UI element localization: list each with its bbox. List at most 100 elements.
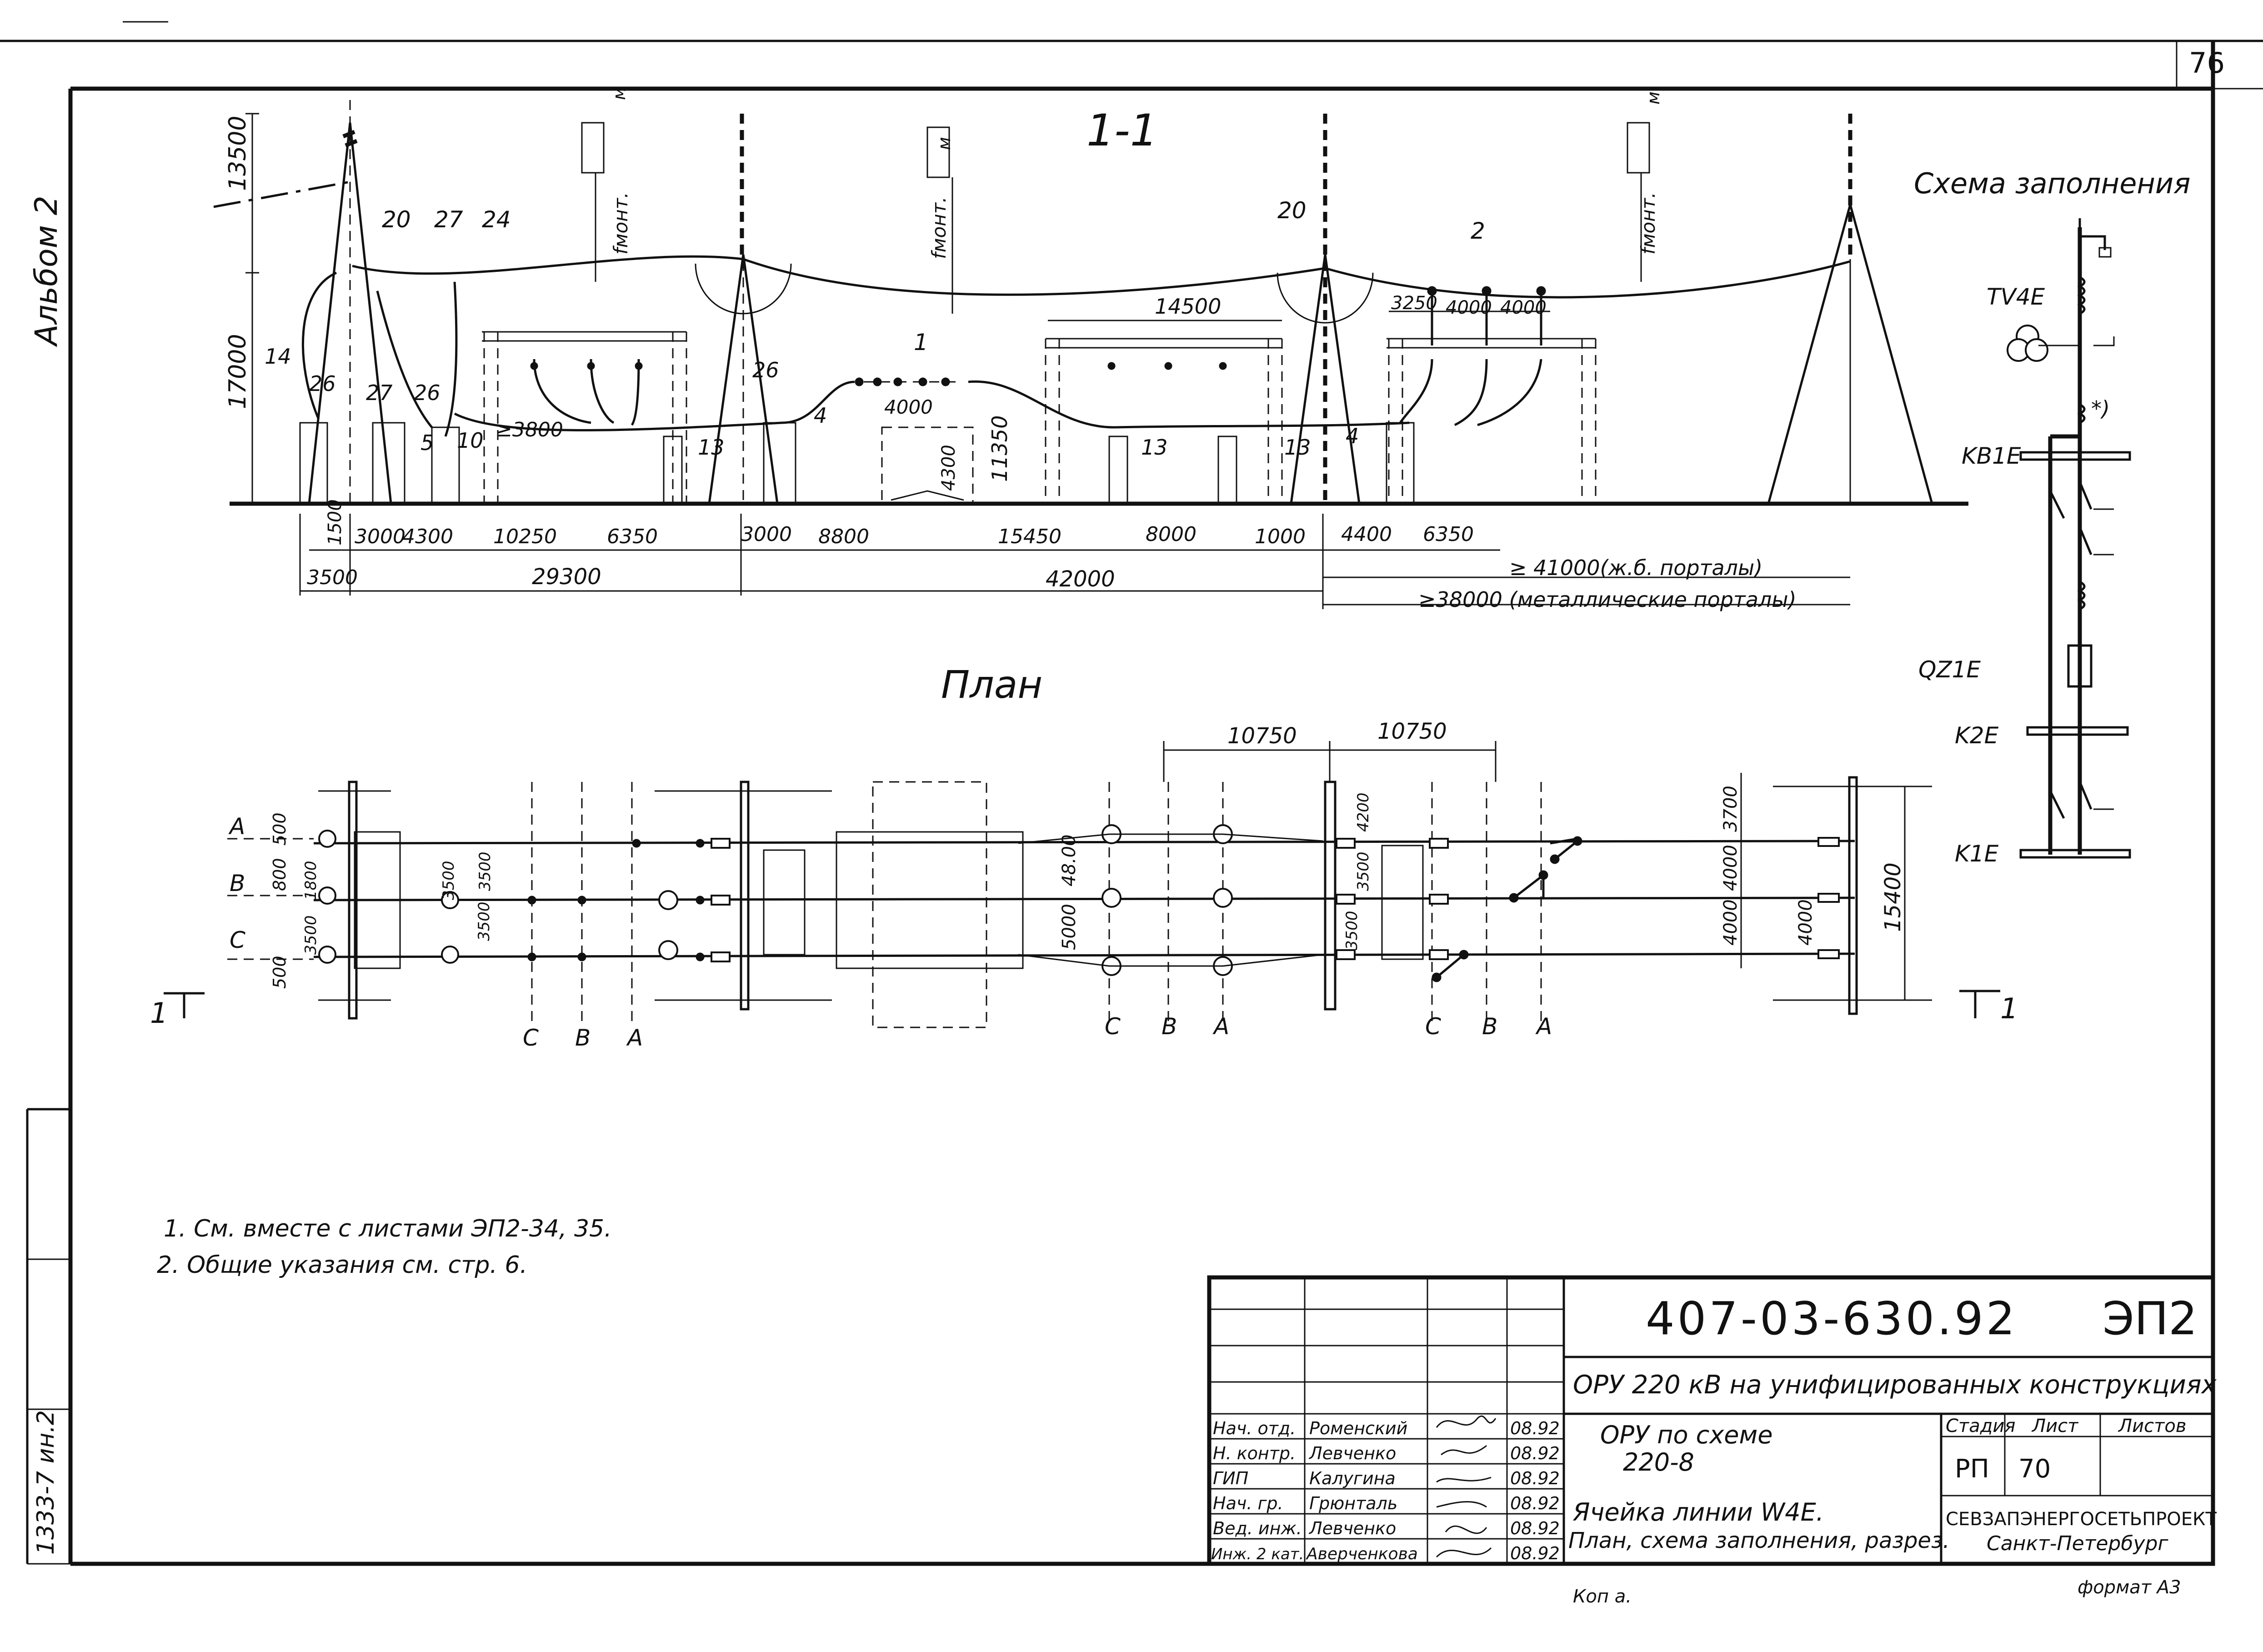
svg-text:Инж. 2 кат.: Инж. 2 кат. — [1211, 1545, 1304, 1563]
svg-text:3500: 3500 — [1343, 911, 1361, 950]
svg-text:08.92: 08.92 — [1510, 1468, 1560, 1488]
svg-text:ГИП: ГИП — [1213, 1468, 1248, 1488]
section-view: fмонт. м fмонт. м fмонт. м 13500 17000 1… — [213, 87, 1968, 612]
svg-text:Левченко: Левченко — [1308, 1518, 1396, 1538]
copy-label: Коп а. — [1573, 1586, 1632, 1607]
svg-text:1: 1 — [914, 329, 928, 355]
svg-text:A: A — [1212, 1013, 1229, 1040]
svg-text:B: B — [575, 1025, 591, 1051]
phase-line-a — [313, 840, 1855, 845]
svg-text:4000: 4000 — [1720, 899, 1741, 946]
svg-text:5: 5 — [421, 431, 434, 455]
svg-text:3500: 3500 — [440, 861, 458, 900]
phase-markers: C B A C B A C B A — [523, 1013, 1552, 1051]
svg-text:KB1E: KB1E — [1962, 443, 2021, 469]
portal-middle-2 — [1290, 114, 1361, 504]
overhead-conductor — [352, 255, 1851, 299]
doc-code: 407-03-630.92 — [1646, 1292, 2018, 1345]
plan-view: 10750 10750 500 800 1800 3500 3500 500 3… — [150, 719, 2018, 1051]
page-number: 76 — [2189, 46, 2225, 80]
stage-header: Стадия — [1946, 1416, 2015, 1437]
svg-text:15450: 15450 — [998, 525, 1061, 548]
svg-text:27: 27 — [366, 380, 393, 405]
svg-text:≥38000 (металлические порталы): ≥38000 (металлические порталы) — [1418, 587, 1797, 612]
svg-text:08.92: 08.92 — [1510, 1543, 1560, 1563]
plan-title: План — [941, 662, 1042, 707]
note-2: 2. Общие указания см. стр. 6. — [157, 1252, 527, 1279]
section-cut-left: 1 — [150, 992, 205, 1030]
svg-text:1000: 1000 — [1255, 525, 1306, 548]
svg-text:Аверченкова: Аверченкова — [1306, 1545, 1418, 1563]
svg-text:A: A — [626, 1025, 643, 1051]
svg-text:13: 13 — [1141, 435, 1168, 460]
svg-text:B: B — [1162, 1013, 1177, 1040]
svg-text:Калугина: Калугина — [1309, 1468, 1396, 1488]
side-stamp: 1333-7 ин.2 — [32, 1410, 60, 1555]
svg-text:A: A — [1535, 1013, 1552, 1040]
drawing-name-2: План, схема заполнения, разрез. — [1568, 1528, 1950, 1553]
svg-text:4300: 4300 — [402, 525, 453, 548]
svg-text:1: 1 — [2000, 992, 2018, 1025]
object-scheme: 220-8 — [1623, 1448, 1694, 1477]
svg-text:3250: 3250 — [1391, 293, 1437, 314]
busbar-gantry-left — [482, 331, 687, 504]
album-label: Альбом 2 — [29, 195, 65, 347]
svg-text:Грюнталь: Грюнталь — [1309, 1493, 1397, 1513]
svg-text:08.92: 08.92 — [1510, 1443, 1560, 1463]
svg-text:4000: 4000 — [884, 396, 933, 418]
svg-text:500: 500 — [270, 956, 290, 989]
org-line-2: Санкт-Петербург — [1987, 1532, 2168, 1555]
svg-text:4400: 4400 — [1341, 523, 1392, 546]
object-name: ОРУ по схеме — [1600, 1421, 1772, 1449]
svg-text:11350: 11350 — [987, 416, 1012, 482]
svg-text:26: 26 — [752, 358, 779, 382]
svg-text:fмонт.: fмонт. — [1637, 192, 1659, 255]
svg-text:TV4E: TV4E — [1987, 284, 2045, 310]
format-label: формат А3 — [2078, 1577, 2181, 1598]
phase-label-b: B — [230, 870, 245, 896]
svg-text:10: 10 — [457, 428, 484, 453]
title-block: 407-03-630.92 ЭП2 ОРУ 220 кВ на унифицир… — [1207, 1275, 2217, 1566]
svg-text:м: м — [609, 87, 629, 100]
svg-text:fмонт.: fмонт. — [610, 192, 632, 255]
svg-text:C: C — [1425, 1013, 1441, 1040]
height-dims: 13500 17000 11350 4300 — [224, 113, 1012, 504]
svg-text:24: 24 — [482, 206, 511, 233]
sheets-header: Листов — [2118, 1416, 2186, 1437]
project-name: ОРУ 220 кВ на унифицированных конструкци… — [1573, 1370, 2217, 1400]
svg-text:14: 14 — [265, 344, 291, 369]
svg-text:Вед. инж.: Вед. инж. — [1213, 1518, 1302, 1538]
svg-text:6350: 6350 — [1423, 523, 1474, 546]
svg-text:500: 500 — [270, 812, 290, 846]
svg-text:4200: 4200 — [1354, 792, 1372, 832]
jumper-arc-2 — [1277, 272, 1374, 324]
phase-label-c: C — [230, 927, 245, 953]
svg-text:4000: 4000 — [1500, 297, 1547, 318]
note-1: 1. См. вместе с листами ЭП2-34, 35. — [164, 1215, 612, 1242]
svg-text:K2E: K2E — [1955, 722, 1999, 749]
svg-text:3500: 3500 — [1354, 851, 1372, 891]
portal-middle-1 — [708, 114, 779, 504]
drawing-name-1: Ячейка линии W4E. — [1572, 1498, 1824, 1527]
svg-text:4: 4 — [814, 403, 827, 428]
svg-text:8000: 8000 — [1146, 523, 1197, 546]
svg-text:≥ 41000(ж.б. порталы): ≥ 41000(ж.б. порталы) — [1509, 556, 1762, 580]
svg-text:26: 26 — [414, 380, 441, 405]
busbar-gantry-middle — [1045, 338, 1283, 504]
svg-text:Н. контр.: Н. контр. — [1213, 1443, 1296, 1463]
svg-text:Левченко: Левченко — [1308, 1443, 1396, 1463]
svg-text:13: 13 — [698, 435, 725, 460]
svg-text:08.92: 08.92 — [1510, 1418, 1560, 1438]
section-dims-row1: 1500 3000 4300 10250 6350 3000 8800 1545… — [309, 499, 1500, 551]
svg-text:29300: 29300 — [532, 564, 601, 590]
equipment-supports — [299, 422, 1415, 505]
svg-text:Нач. гр.: Нач. гр. — [1213, 1493, 1283, 1513]
staff-rows: Нач. отд. Роменский 08.92 Н. контр. Левч… — [1211, 1418, 1560, 1563]
svg-text:1800: 1800 — [302, 861, 320, 900]
scheme-title: Схема заполнения — [1914, 167, 2190, 200]
svg-text:4000: 4000 — [1795, 899, 1816, 946]
sheet-frame — [0, 21, 2263, 1566]
svg-text:800: 800 — [270, 858, 290, 891]
svg-text:13500: 13500 — [224, 116, 251, 191]
